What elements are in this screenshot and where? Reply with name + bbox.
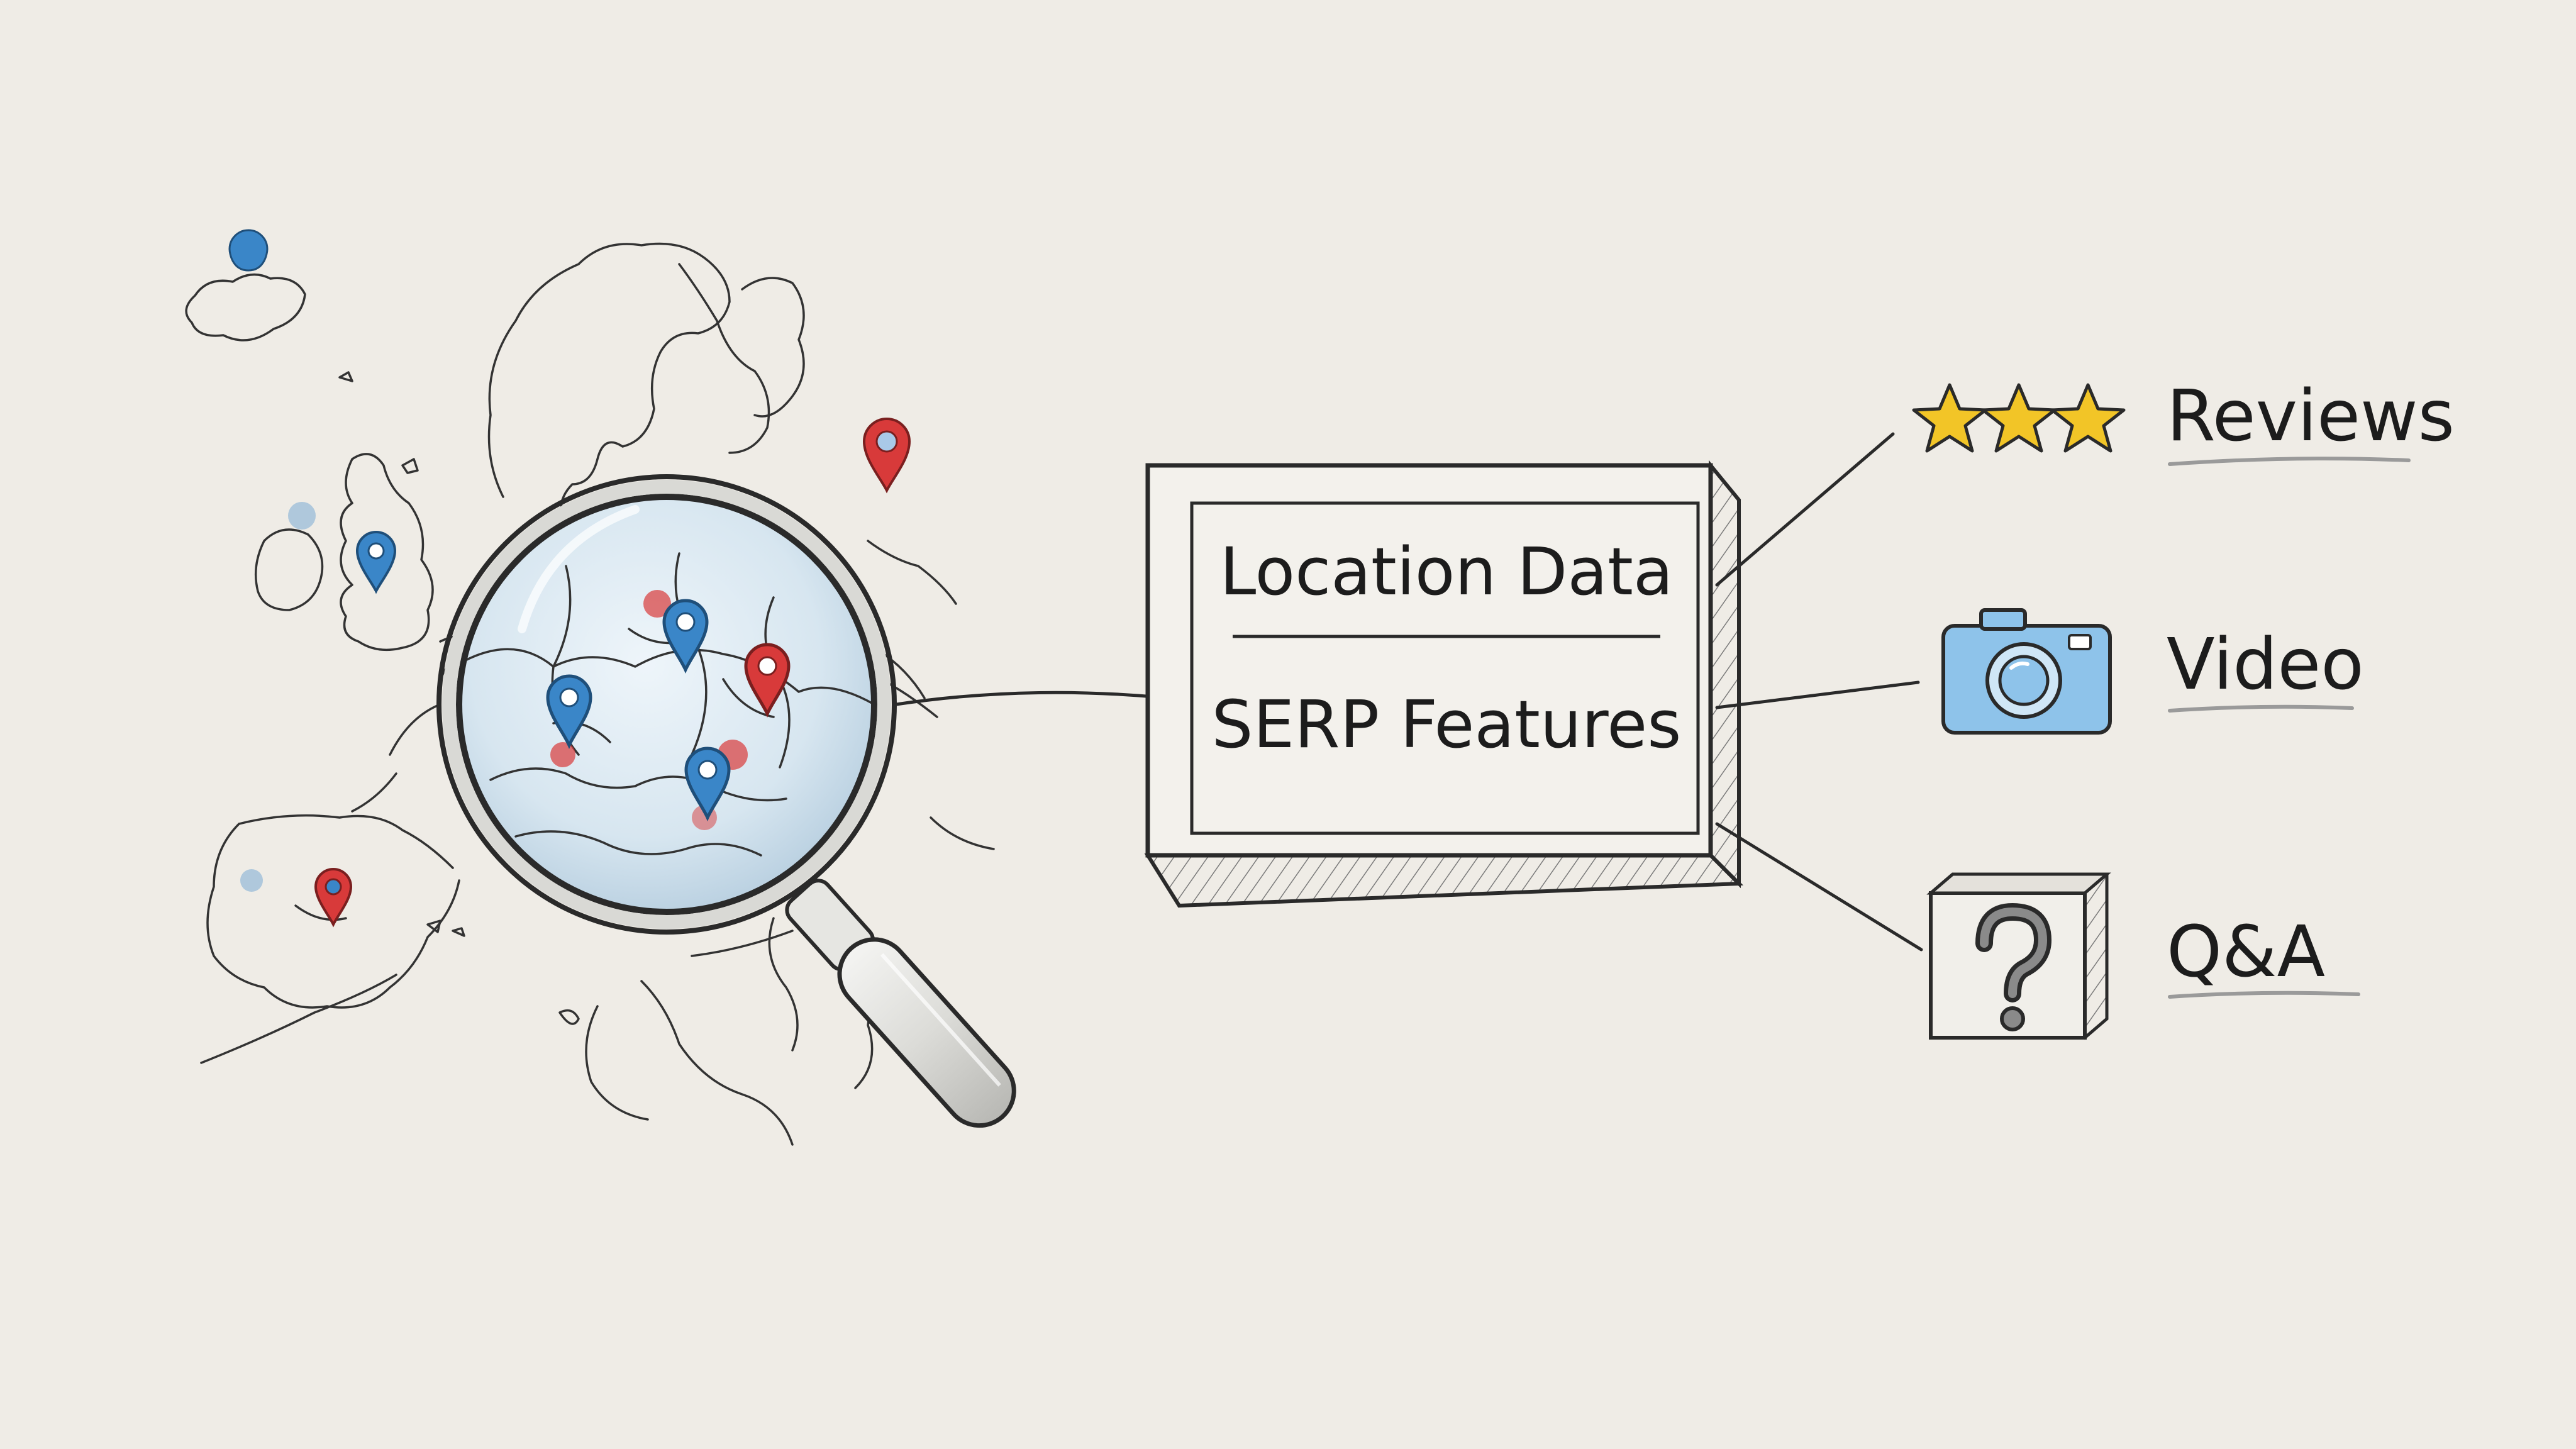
island-5 [558,1009,580,1025]
magnifier-lens [459,497,874,912]
scandinavia-outline [487,242,770,530]
connector-lens-to-box [894,691,1156,706]
feature-video: Video [1941,608,2364,735]
three-stars-icon [1912,383,2126,453]
borders [294,540,995,921]
iceland-outline [185,273,306,341]
box-side-face [1709,460,1741,889]
britain-outline [340,453,434,652]
europe-map-icon [185,242,995,1146]
question-box-icon [1926,872,2111,1040]
underline-reviews [2168,457,2411,466]
magnifier-handle [785,879,1016,1128]
map-pin-icon [355,531,397,594]
feature-box: Location Data SERP Features [1144,460,1743,908]
finland-outline [741,277,805,418]
connector-to-qa [1715,822,1923,952]
island-3 [426,919,441,933]
star-icon [1912,383,1987,453]
island-4 [452,927,465,937]
pin-shadow [643,590,671,618]
connector-to-reviews [1715,432,1895,587]
magnified-map [464,552,874,857]
underline-video [2168,704,2354,713]
label-video: Video [2167,624,2364,706]
connector-to-video [1715,680,1920,709]
box-inner [1190,501,1700,835]
map-pin-icon [744,643,791,718]
feature-qa: Q&A [1926,872,2360,1040]
box-label-serp-features: SERP Features [1212,686,1682,763]
map-pin-icon [662,599,709,674]
label-qa: Q&A [2167,911,2325,993]
feature-reviews: Reviews [1912,375,2455,466]
underline-qa [2168,991,2360,999]
island-2 [401,458,419,474]
map-pin-icon [546,674,592,750]
map-pin-icon [228,229,269,272]
map-pin-icon [684,747,731,822]
box-label-location-data: Location Data [1219,533,1673,610]
blue-wash-1 [288,502,316,530]
map-pins [228,229,911,928]
star-icon [2050,383,2126,453]
box-bottom-face [1144,853,1743,908]
camera-icon [1941,608,2112,735]
label-reviews: Reviews [2167,375,2455,457]
star-icon [1981,383,2057,453]
map-pin-icon [862,418,911,494]
map-pin-icon [314,868,353,928]
pin-shadow [550,742,575,767]
ireland-outline [254,528,324,611]
magnifier-rim [456,494,877,915]
magnifying-glass-icon [436,474,1016,1128]
lens-glare [518,505,640,633]
blue-wash-2 [240,869,263,892]
box-front [1145,463,1713,858]
island-1 [338,371,353,382]
